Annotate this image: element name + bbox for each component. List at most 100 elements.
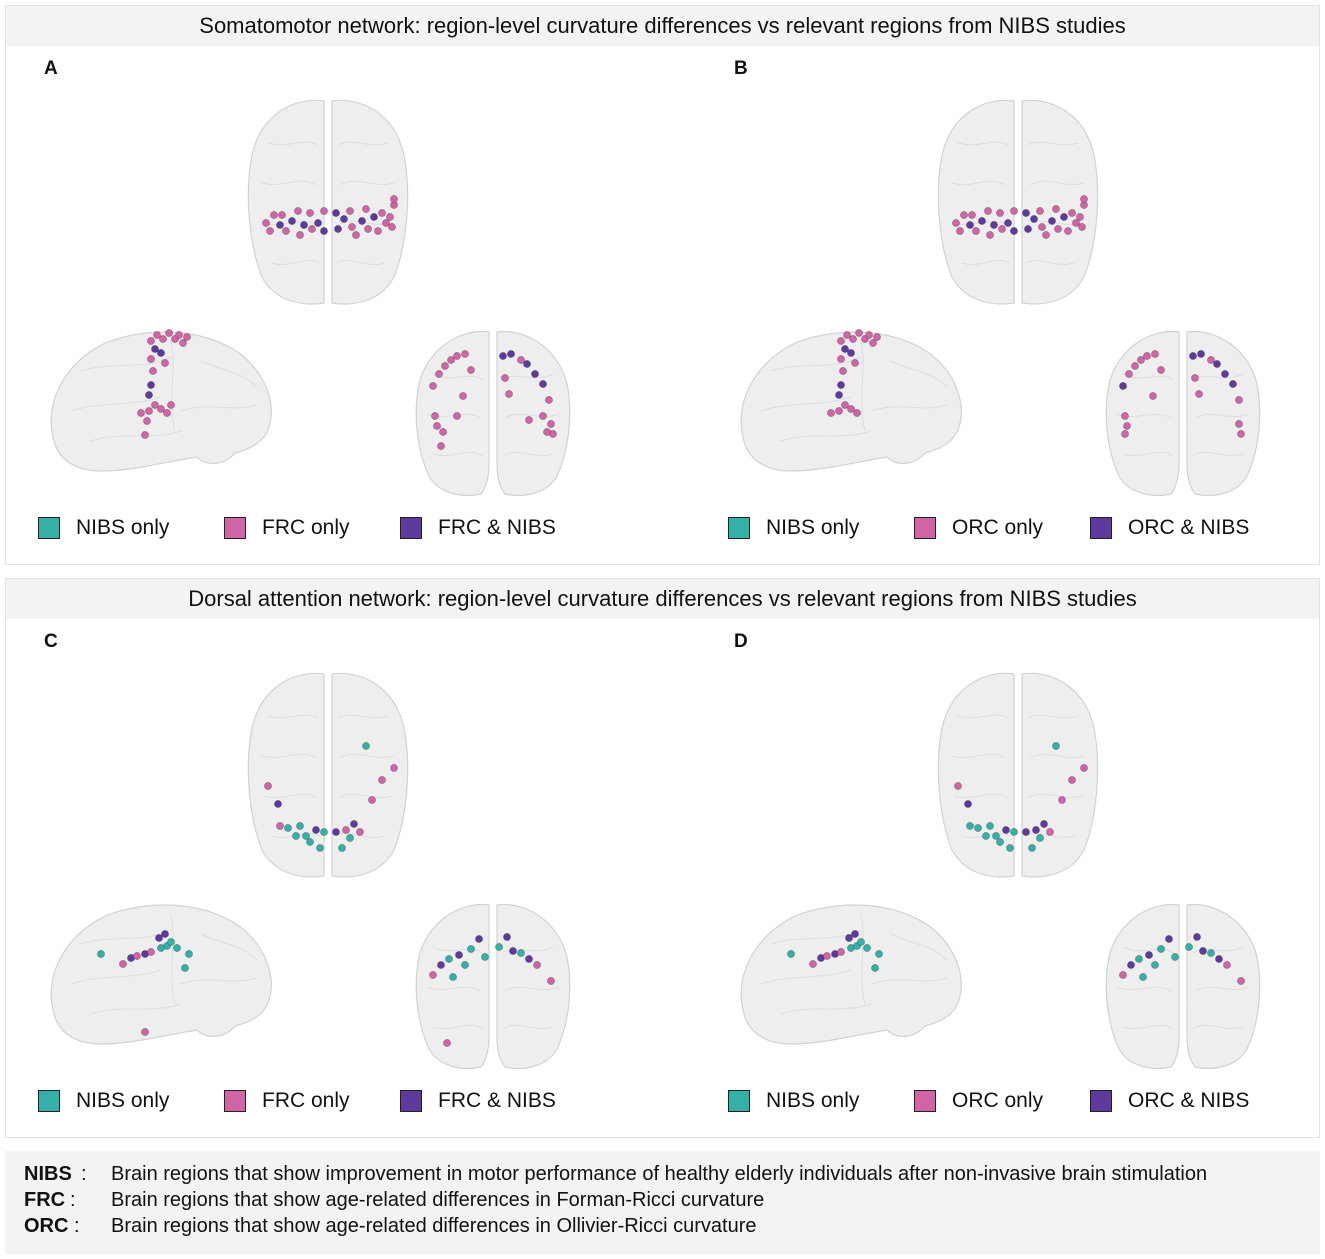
brain-sulcus [502, 946, 554, 954]
legend-item-curvature: FRC only [224, 516, 350, 540]
brain-region-dot [348, 223, 356, 231]
panel-a: A NIBS only FRC only FRC & NIBS [6, 46, 656, 566]
brain-sulcus [870, 404, 948, 412]
brain-region-dot [978, 217, 986, 225]
brain-region-dot [467, 366, 475, 374]
brain-hemisphere-right [1186, 903, 1261, 1070]
glossary-definition: Brain regions that show age-related diff… [111, 1215, 757, 1237]
brain-region-dot [1151, 350, 1159, 358]
brain-region-dot [431, 412, 439, 420]
brain-region-dot [1191, 374, 1199, 382]
brain-region-dot [183, 333, 191, 341]
glossary-definition: Brain regions that show age-related diff… [111, 1189, 765, 1211]
brain-region-dot [429, 971, 437, 979]
brain-lateral-surface [740, 904, 962, 1045]
brain-region-dot [1139, 973, 1147, 981]
panel-c: C NIBS only FRC only FRC & NIBS [6, 619, 656, 1139]
brain-region-dot [990, 221, 998, 229]
legend-label: NIBS only [766, 1089, 860, 1112]
brain-region-dot [1189, 352, 1197, 360]
brain-region-dot [845, 934, 853, 942]
brain-region-dot [147, 948, 155, 956]
brain-sulcus [180, 977, 258, 985]
glossary: NIBS: Brain regions that show improvemen… [5, 1151, 1320, 1254]
brain-region-dot [1157, 366, 1165, 374]
brain-lateral-surface [50, 904, 272, 1045]
brain-region-dot [475, 935, 483, 943]
brain-region-dot [1125, 370, 1133, 378]
brain-region-dot [270, 211, 278, 219]
legend-label: NIBS only [766, 516, 860, 539]
brain-region-dot [972, 227, 980, 235]
brain-region-dot [1165, 935, 1173, 943]
brain-region-dot [505, 390, 513, 398]
brain-region-dot [847, 405, 855, 413]
brain-region-dot [517, 356, 525, 364]
brain-region-dot [1199, 947, 1207, 955]
brain-region-dot [294, 207, 302, 215]
brain-region-dot [509, 947, 517, 955]
brain-region-dot [1119, 382, 1127, 390]
brain-region-dot [847, 349, 855, 357]
brain-region-dot [851, 359, 859, 367]
legend-swatch-nibs [38, 1090, 60, 1112]
brain-region-dot [1002, 826, 1010, 834]
brain-region-dot [1064, 227, 1072, 235]
brain-region-dot [1032, 826, 1040, 834]
legend-item-nibs: NIBS only [38, 516, 169, 540]
glossary-term: NIBS [24, 1163, 72, 1185]
brain-region-dot [1151, 961, 1159, 969]
brain-region-dot [346, 207, 354, 215]
brain-sulcus [961, 259, 1011, 265]
brain-region-dot [1010, 207, 1018, 215]
brain-region-dot [1072, 219, 1080, 227]
legend-swatch-both [400, 517, 422, 539]
brain-region-dot [147, 381, 155, 389]
brain-region-dot [827, 409, 835, 417]
brain-region-dot [316, 844, 324, 852]
brain-region-dot [149, 367, 157, 375]
brain-sulcus [170, 913, 176, 1005]
brain-region-dot [320, 207, 328, 215]
brain-region-dot [1137, 356, 1145, 364]
brain-region-dot [356, 828, 364, 836]
legend-label: ORC only [952, 1089, 1044, 1112]
axial-view [937, 672, 1099, 878]
brain-region-dot [986, 822, 994, 830]
brain-region-dot [338, 844, 346, 852]
brain-region-dot [853, 409, 861, 417]
legend-item-nibs: NIBS only [728, 516, 859, 540]
brain-sulcus [890, 933, 948, 961]
axial-view [247, 99, 409, 305]
brain-region-dot [143, 417, 151, 425]
legend-swatch-nibs [728, 517, 750, 539]
brain-region-dot [153, 331, 161, 339]
brain-region-dot [167, 401, 175, 409]
glossary-term: FRC [24, 1189, 66, 1211]
brain-region-dot [1195, 390, 1203, 398]
brain-region-dot [145, 391, 153, 399]
brain-hemisphere-left [937, 99, 1015, 305]
brain-region-dot [857, 938, 865, 946]
brain-region-dot [1022, 209, 1030, 217]
brain-region-dot [964, 800, 972, 808]
brain-region-dot [1235, 420, 1243, 428]
legend-item-curvature: FRC only [224, 1089, 350, 1113]
brain-region-dot [334, 225, 342, 233]
brain-region-dot [133, 952, 141, 960]
brain-region-dot [809, 960, 817, 968]
brain-sulcus [870, 977, 948, 985]
brain-region-dot [332, 209, 340, 217]
brain-region-dot [306, 838, 314, 846]
brain-region-dot [447, 356, 455, 364]
brain-region-dot [837, 355, 845, 363]
brain-sulcus [267, 141, 319, 146]
brain-region-dot [175, 331, 183, 339]
brain-region-dot [437, 442, 445, 450]
brain-sulcus [951, 180, 1007, 186]
brain-region-dot [1058, 796, 1066, 804]
brain-region-dot [1135, 955, 1143, 963]
brain-region-dot [1030, 215, 1038, 223]
brain-region-dot [998, 225, 1006, 233]
brain-region-dot [352, 231, 360, 239]
